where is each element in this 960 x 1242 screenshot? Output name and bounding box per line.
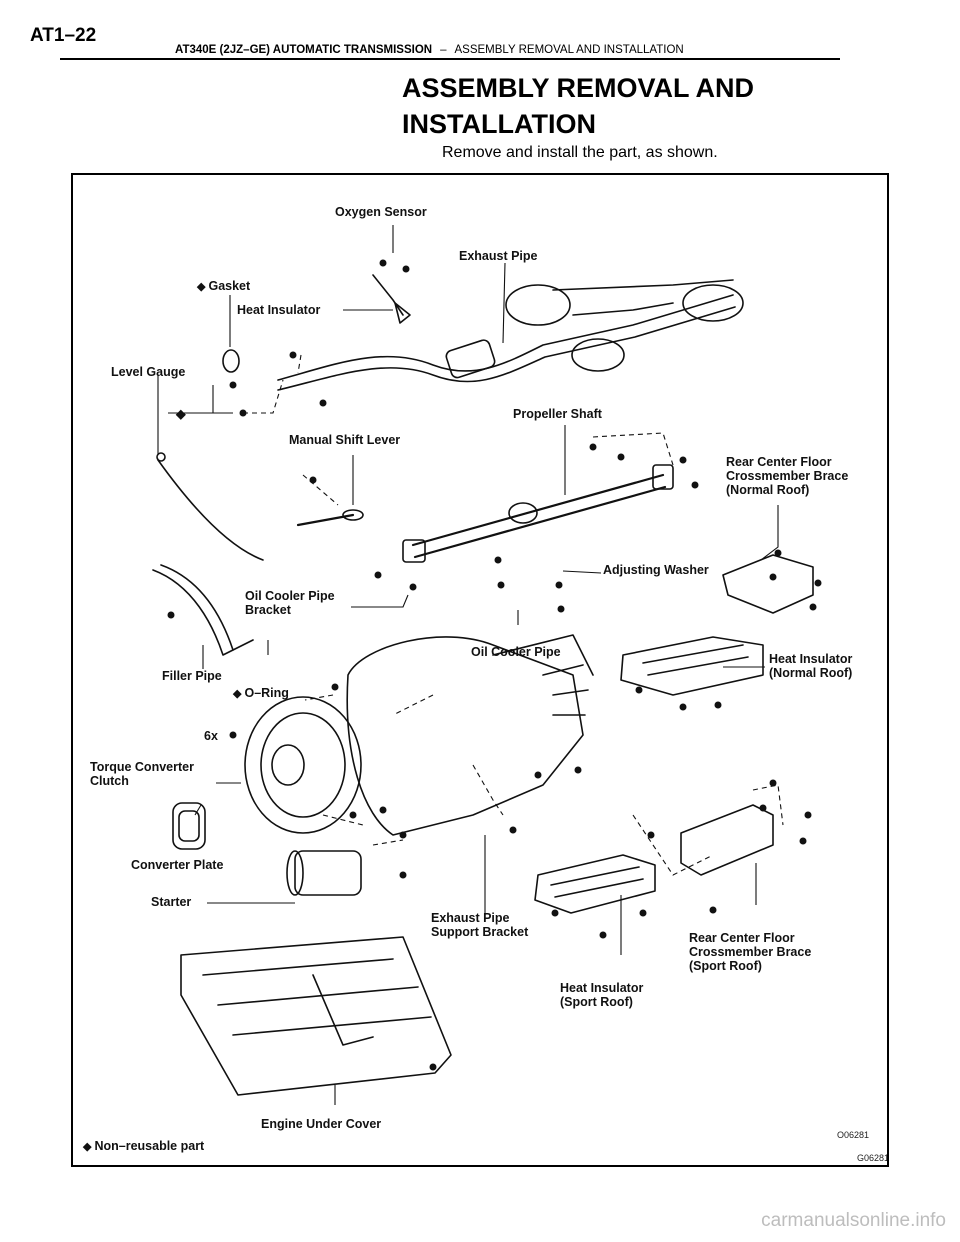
exhaust-pipe-shape — [277, 294, 734, 381]
non-reusable-diamond-icon: ◆ — [197, 281, 206, 293]
o-ring-diamond-icon: ◆ — [233, 688, 242, 700]
label-oil-cooler-bracket: Oil Cooler Pipe Bracket — [245, 589, 335, 617]
label-rear-brace-normal-line1: Rear Center Floor — [726, 455, 832, 469]
header-rule — [60, 58, 840, 60]
label-exhaust-support: Exhaust Pipe Support Bracket — [431, 911, 528, 939]
label-exhaust-pipe: Exhaust Pipe — [459, 249, 538, 263]
label-propeller-shaft: Propeller Shaft — [513, 407, 602, 421]
label-gasket-text: Gasket — [208, 279, 251, 293]
label-o-ring: ◆O–Ring — [233, 686, 289, 701]
label-adjusting-washer: Adjusting Washer — [603, 563, 709, 577]
page-number: AT1–22 — [30, 25, 97, 46]
watermark: carmanualsonline.info — [761, 1210, 946, 1231]
engine-under-cover-shape — [180, 936, 452, 1096]
legend-non-reusable: ◆Non–reusable part — [83, 1139, 204, 1154]
label-oil-cooler-bracket-line2: Bracket — [245, 603, 291, 617]
transmission-body — [346, 636, 584, 836]
label-oil-cooler-pipe: Oil Cooler Pipe — [471, 645, 561, 659]
label-o-ring-text: O–Ring — [244, 686, 289, 700]
label-filler-pipe: Filler Pipe — [162, 669, 222, 683]
label-rear-brace-sport-line2: Crossmember Brace — [689, 945, 812, 959]
title-line-1: ASSEMBLY REMOVAL AND — [402, 73, 755, 103]
label-heat-insulator-sport: Heat Insulator (Sport Roof) — [560, 981, 643, 1009]
label-rear-brace-normal: Rear Center Floor Crossmember Brace (Nor… — [726, 455, 848, 497]
page-title: ASSEMBLY REMOVAL AND INSTALLATION — [402, 70, 882, 142]
label-torque-converter: Torque Converter Clutch — [90, 760, 194, 788]
label-rear-brace-sport-line3: (Sport Roof) — [689, 959, 762, 973]
label-converter-plate: Converter Plate — [131, 858, 224, 872]
label-heat-insulator-normal-line2: (Normal Roof) — [769, 666, 853, 680]
header-section-bold: AT340E (2JZ–GE) AUTOMATIC TRANSMISSION — [175, 44, 433, 56]
label-six-x: 6x — [204, 729, 218, 743]
label-starter: Starter — [151, 895, 192, 909]
label-exhaust-support-line1: Exhaust Pipe — [431, 911, 510, 925]
title-line-2: INSTALLATION — [402, 109, 596, 139]
figure-code-corner: G06281 — [857, 1153, 889, 1163]
legend-diamond-icon: ◆ — [83, 1141, 92, 1153]
label-oxygen-sensor: Oxygen Sensor — [335, 205, 427, 219]
label-heat-insulator-sport-line2: (Sport Roof) — [560, 995, 633, 1009]
label-rear-brace-sport: Rear Center Floor Crossmember Brace (Spo… — [689, 931, 811, 973]
exploded-diagram: Oxygen Sensor Exhaust Pipe ◆Gasket Heat … — [71, 173, 889, 1167]
label-torque-converter-line1: Torque Converter — [90, 760, 194, 774]
legend-non-reusable-text: Non–reusable part — [94, 1139, 205, 1153]
label-rear-brace-sport-line1: Rear Center Floor — [689, 931, 795, 945]
diagram-drawing — [152, 225, 822, 1105]
page-subtitle: Remove and install the part, as shown. — [442, 144, 718, 161]
label-torque-converter-line2: Clutch — [90, 774, 129, 788]
label-heat-insulator-normal: Heat Insulator (Normal Roof) — [769, 652, 852, 680]
label-heat-insulator-normal-line1: Heat Insulator — [769, 652, 853, 666]
label-engine-under-cover: Engine Under Cover — [261, 1117, 382, 1131]
label-manual-shift-lever: Manual Shift Lever — [289, 433, 401, 447]
label-rear-brace-normal-line2: Crossmember Brace — [726, 469, 849, 483]
label-heat-insulator-sport-line1: Heat Insulator — [560, 981, 644, 995]
header-separator: – — [440, 44, 447, 56]
label-heat-insulator: Heat Insulator — [237, 303, 321, 317]
label-gasket: ◆Gasket — [197, 279, 250, 294]
label-exhaust-support-line2: Support Bracket — [431, 925, 529, 939]
label-level-gauge: Level Gauge — [111, 365, 186, 379]
header-section-title: ASSEMBLY REMOVAL AND INSTALLATION — [454, 44, 684, 56]
diamond-level-gauge-icon: ◆ — [176, 407, 186, 421]
label-oil-cooler-bracket-line1: Oil Cooler Pipe — [245, 589, 335, 603]
label-rear-brace-normal-line3: (Normal Roof) — [726, 483, 810, 497]
running-header: AT340E (2JZ–GE) AUTOMATIC TRANSMISSION–A… — [175, 44, 684, 56]
figure-code-main: O06281 — [837, 1130, 870, 1140]
